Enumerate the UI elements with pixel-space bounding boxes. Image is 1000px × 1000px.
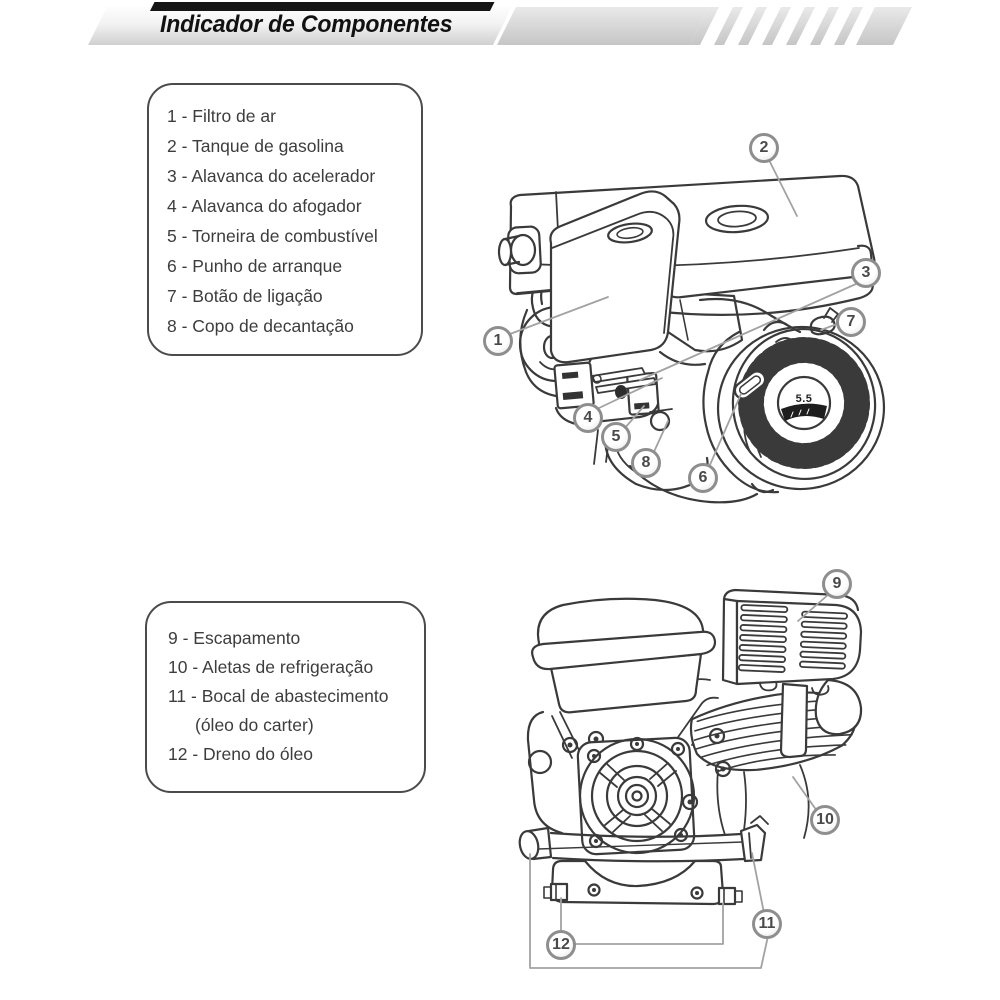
engine-bottom-illustration (518, 588, 863, 969)
legend-box-components-9-12: 9 - Escapamento 10 - Aletas de refrigera… (145, 601, 426, 793)
callout-11: 11 (752, 909, 782, 939)
leader-line-5 (623, 405, 645, 430)
air-filter-rear-illustration (531, 597, 717, 714)
flywheel-cover-illustration (576, 727, 732, 856)
page-title: Indicador de Componentes (160, 11, 453, 38)
legend-item-6: 6 - Punho de arranque (167, 256, 343, 276)
engine-top-illustration (497, 159, 886, 504)
engine-base-illustration (518, 815, 769, 906)
legend-item-7: 7 - Botão de ligação (167, 286, 323, 306)
legend-item-5: 5 - Torneira de combustível (167, 226, 378, 246)
callout-2: 2 (749, 133, 779, 163)
callout-9: 9 (822, 569, 852, 599)
callout-6: 6 (688, 463, 718, 493)
legend-item-11-cont: (óleo do carter) (195, 715, 314, 735)
legend-item-3: 3 - Alavanca do acelerador (167, 166, 376, 186)
leader-line-8 (652, 420, 669, 455)
leader-line-7 (820, 323, 838, 331)
leader-line-9 (797, 593, 830, 622)
engine-power-badge: 5.5 (795, 393, 813, 405)
legend-item-8: 8 - Copo de decantação (167, 316, 354, 336)
leader-line-11a (751, 852, 765, 914)
leader-line-4 (596, 377, 663, 410)
fuel-valve-knob-illustration (497, 191, 562, 294)
callout-1: 1 (483, 326, 513, 356)
legend-item-2: 2 - Tanque de gasolina (167, 136, 344, 156)
leader-lines-bottom (529, 593, 830, 969)
legend-item-1: 1 - Filtro de ar (167, 106, 276, 126)
leader-line-2 (768, 159, 798, 217)
callout-12: 12 (546, 930, 576, 960)
recoil-handle-illustration (733, 370, 767, 400)
leader-line-1 (509, 296, 609, 335)
air-filter-illustration (549, 190, 681, 364)
callout-4: 4 (573, 403, 603, 433)
callout-8: 8 (631, 448, 661, 478)
legend-item-12: 12 - Dreno do óleo (168, 744, 313, 764)
muffler-illustration (721, 588, 863, 759)
callout-5: 5 (601, 422, 631, 452)
cooling-fins-illustration (689, 691, 857, 773)
leader-line-11b (529, 853, 769, 969)
leader-line-12b (573, 902, 724, 945)
callout-3: 3 (851, 258, 881, 288)
leader-line-10 (792, 776, 818, 812)
callout-7: 7 (836, 307, 866, 337)
legend-box-components-1-8: 1 - Filtro de ar 2 - Tanque de gasolina … (147, 83, 423, 356)
ignition-button-illustration (809, 307, 839, 336)
legend-item-11: 11 - Bocal de abastecimento (168, 686, 389, 706)
callout-10: 10 (810, 805, 840, 835)
engine-midsection-illustration (628, 290, 802, 504)
recoil-starter-illustration (702, 307, 886, 494)
leader-lines-top (509, 159, 857, 468)
leader-line-3 (639, 283, 857, 381)
legend-item-9: 9 - Escapamento (168, 628, 301, 648)
legend-item-10: 10 - Aletas de refrigeração (168, 657, 374, 677)
legend-item-4: 4 - Alavanca do afogador (167, 196, 362, 216)
leader-line-6 (708, 393, 742, 468)
